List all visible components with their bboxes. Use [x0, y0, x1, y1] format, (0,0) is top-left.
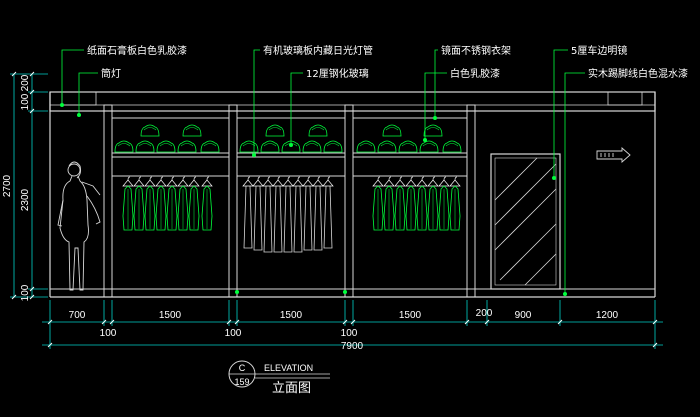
dim-100-a: 100: [100, 328, 117, 339]
bottom-dimensions: 700 1500 1500 1500 200 900 1200 100 100 …: [42, 300, 663, 352]
dim-1500-b: 1500: [280, 310, 303, 321]
annotation-steel-rack: 镜面不锈钢衣架: [441, 44, 511, 57]
dim-left-2300: 2300: [20, 188, 31, 211]
dim-900: 900: [515, 310, 532, 321]
dim-left-total: 2700: [2, 174, 13, 197]
dim-200: 200: [476, 308, 493, 319]
annotation-acrylic-panel: 有机玻璃板内藏日光灯管: [263, 44, 373, 57]
left-dimensions: 200 100 2300 100 2700: [2, 71, 48, 301]
dim-left-200: 200: [20, 74, 31, 91]
title-letter: C: [239, 363, 246, 373]
title-english: ELEVATION: [264, 363, 313, 373]
dim-1200: 1200: [596, 310, 619, 321]
dim-100-c: 100: [341, 328, 358, 339]
mirror: [490, 153, 561, 290]
annotation-labels: 纸面石膏板白色乳胶漆 筒灯 有机玻璃板内藏日光灯管 12厘钢化玻璃 镜面不锈钢衣…: [87, 44, 688, 80]
title-block: C 159 ELEVATION 立面图: [228, 360, 330, 396]
title-number: 159: [234, 377, 249, 387]
dim-total: 7900: [341, 341, 364, 352]
annotation-mirror: 5厘车边明镜: [571, 44, 627, 57]
annotation-white-paint: 白色乳胶漆: [450, 67, 500, 80]
annotation-baseboard: 实木踢脚线白色混水漆: [588, 67, 688, 80]
dim-1500-c: 1500: [399, 310, 422, 321]
annotation-gypsum-board: 纸面石膏板白色乳胶漆: [87, 44, 187, 57]
human-figure: [57, 161, 101, 291]
annotation-leaders: [61, 49, 585, 292]
dim-left-100-top: 100: [20, 93, 31, 110]
annotation-downlight: 筒灯: [101, 67, 121, 80]
elevation-structure: [49, 91, 656, 298]
annotation-tempered-glass: 12厘钢化玻璃: [306, 67, 369, 80]
dim-700: 700: [69, 310, 86, 321]
exit-arrow-sign: [596, 147, 631, 163]
dim-1500-a: 1500: [159, 310, 182, 321]
dim-left-100-bottom: 100: [20, 284, 31, 301]
dim-100-b: 100: [225, 328, 242, 339]
title-chinese: 立面图: [272, 381, 311, 396]
